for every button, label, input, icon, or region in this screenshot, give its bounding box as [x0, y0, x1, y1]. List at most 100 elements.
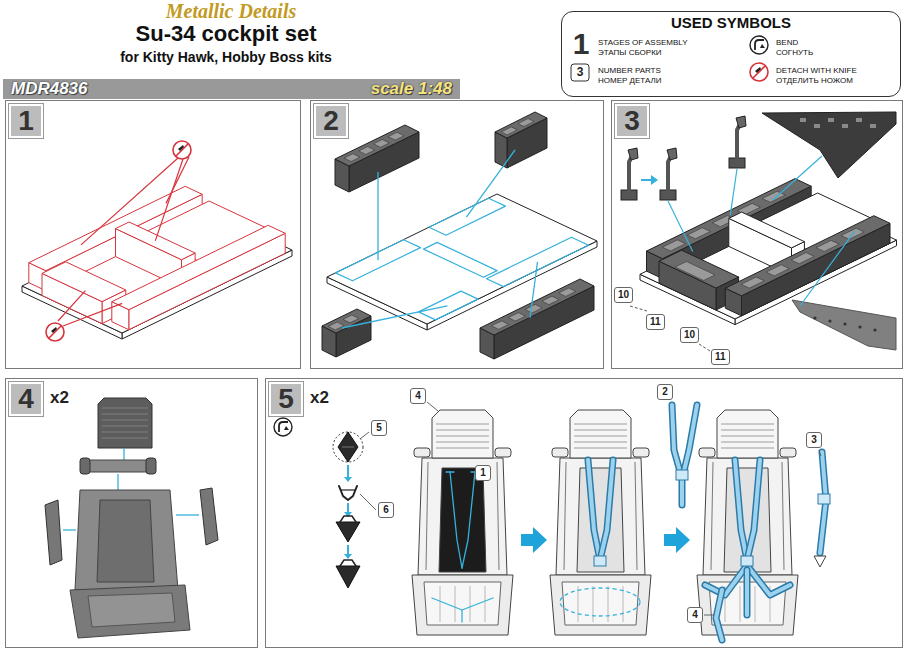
drawing-part — [668, 201, 693, 252]
drawing-part — [552, 448, 568, 457]
drawing-part — [347, 503, 349, 513]
drawing-part — [608, 586, 609, 622]
box-heading: USED SYMBOLS — [562, 14, 900, 32]
callout-number: 1 — [479, 466, 487, 480]
drawing-part — [699, 344, 710, 351]
callout-number: 4 — [410, 388, 426, 404]
drawing-part — [664, 527, 690, 553]
drawing-part — [721, 448, 774, 449]
drawing-part — [455, 586, 456, 622]
drawing-part — [679, 480, 686, 505]
drawing-part — [755, 40, 764, 50]
drawing-part — [750, 36, 768, 54]
drawing-part — [75, 490, 178, 590]
drawing-part — [492, 321, 509, 329]
drawing-part — [424, 582, 501, 625]
drawing-part — [667, 148, 677, 160]
drawing-part — [683, 405, 697, 475]
drawing-part — [672, 405, 681, 475]
drawing-part — [574, 424, 627, 425]
number-part-sample — [571, 64, 589, 81]
drawing-part — [729, 212, 805, 248]
drawing-part — [588, 460, 600, 560]
drawing-part — [588, 460, 600, 560]
drawing-part — [470, 586, 471, 622]
drawing-part — [116, 222, 196, 260]
drawing-part — [497, 462, 499, 570]
drawing-part — [485, 586, 486, 622]
scale-text: scale 1:48 — [371, 79, 452, 99]
drawing-part — [680, 480, 684, 505]
drawing-part — [45, 500, 62, 565]
callout-number: 3 — [806, 432, 822, 448]
quantity: x2 — [50, 388, 69, 408]
drawing-part — [176, 144, 188, 156]
drawing-part — [42, 262, 126, 302]
drawing-part — [80, 458, 90, 474]
drawing-part — [716, 590, 722, 640]
drawing-part — [341, 489, 355, 490]
callout-number: 11 — [646, 314, 665, 330]
drawing-part — [388, 132, 404, 140]
drawing-part — [81, 158, 178, 245]
drawing-part — [721, 436, 774, 437]
drawing-part — [328, 322, 344, 330]
drawing-part — [495, 112, 547, 138]
drawing-part — [432, 410, 493, 458]
drawing-part — [102, 414, 148, 415]
drawing-part — [487, 237, 589, 286]
drawing-part — [651, 175, 658, 185]
drawing-part — [564, 462, 566, 570]
drawing-part — [747, 460, 760, 560]
drawing-part — [518, 119, 534, 127]
drawing-part — [480, 279, 594, 335]
drawing-part — [102, 432, 148, 433]
drawing-part — [466, 150, 515, 217]
drawing-part — [633, 448, 649, 457]
drawing-part — [744, 570, 751, 615]
drawing-part — [780, 448, 796, 457]
drawing-part — [427, 402, 438, 411]
drawing-part — [813, 316, 816, 319]
drawing-part — [560, 588, 640, 616]
drawing-part — [600, 460, 613, 560]
drawing-part — [570, 410, 631, 458]
drawing-part — [800, 118, 806, 122]
stage-panel: 1 — [5, 100, 301, 369]
legend-text: ЭТАПЫ СБОРКИ — [598, 48, 662, 58]
drawing-part — [578, 586, 579, 622]
drawing-part — [436, 430, 489, 431]
drawing-part — [735, 460, 747, 560]
legend-text: DETACH WITH KNIFE — [776, 66, 857, 76]
drawing-part — [432, 598, 493, 610]
drawing-part — [412, 575, 513, 635]
drawing-part — [102, 426, 148, 427]
brand-logo: Metallic Details — [166, 0, 297, 22]
drawing-part — [22, 36, 897, 640]
drawing-part — [436, 448, 489, 449]
drawing-part — [577, 468, 624, 572]
drawing-part — [659, 250, 739, 288]
drawing-part — [414, 448, 430, 457]
drawing-part — [349, 132, 419, 192]
drawing-part — [63, 529, 76, 530]
drawing-part — [703, 458, 792, 575]
drawing-part — [721, 430, 774, 431]
drawing-part — [85, 460, 151, 472]
callout-number: 11 — [711, 349, 730, 365]
drawing-part — [574, 442, 627, 443]
drawing-part — [166, 157, 189, 203]
drawing-part — [462, 472, 475, 568]
callout-number: 4 — [687, 607, 703, 623]
drawing-part — [49, 326, 61, 338]
stage-number: 4 — [11, 384, 41, 414]
legend-text: ОТДЕЛИТЬ НОЖОМ — [776, 76, 853, 86]
drawing-part — [672, 405, 681, 475]
drawing-part — [741, 277, 764, 288]
callout-number: 10 — [680, 327, 699, 343]
drawing-part — [873, 328, 876, 331]
callout-number: 10 — [614, 287, 633, 303]
stage-panel: 2 — [310, 100, 604, 369]
drawing-part — [439, 468, 486, 572]
drawing-part — [436, 424, 489, 425]
